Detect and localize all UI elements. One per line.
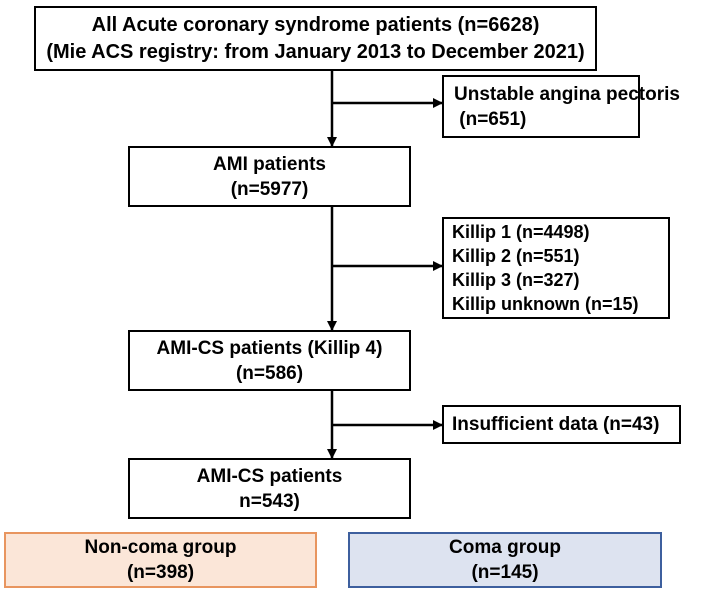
non-coma-group-box: Non-coma group (n=398) (4, 532, 317, 588)
insufficient-data-exclusion-box: Insufficient data (n=43) (442, 405, 681, 444)
ami-cs-final-count: n=543) (239, 490, 300, 512)
registry-period-label: (Mie ACS registry: from January 2013 to … (46, 40, 585, 63)
unstable-angina-exclusion-box: Unstable angina pectoris (n=651) (442, 75, 680, 138)
non-coma-group-label: Non-coma group (84, 537, 237, 558)
ami-cs-killip4-box: AMI-CS patients (Killip 4) (n=586) (128, 330, 411, 391)
coma-group-label: Coma group (449, 537, 561, 558)
coma-group-box: Coma group (n=145) (348, 532, 662, 588)
unstable-angina-count: (n=651) (454, 108, 527, 130)
killip-2-item: Killip 2 (n=551) (452, 246, 580, 266)
ami-cs-final-label: AMI-CS patients (196, 465, 343, 487)
ami-patients-count: (n=5977) (230, 178, 309, 200)
ami-patients-label: AMI patients (213, 153, 326, 175)
unstable-angina-label: Unstable angina pectoris (454, 83, 680, 105)
ami-cs-killip4-label: AMI-CS patients (Killip 4) (156, 337, 383, 359)
ami-patients-box: AMI patients (n=5977) (128, 146, 411, 207)
killip-1-item: Killip 1 (n=4498) (452, 222, 590, 242)
coma-group-count: (n=145) (471, 562, 539, 583)
ami-cs-killip4-count: (n=586) (235, 362, 304, 384)
killip-unknown-item: Killip unknown (n=15) (452, 294, 639, 314)
insufficient-data-label: Insufficient data (n=43) (452, 414, 660, 435)
total-patients-label: All Acute coronary syndrome patients (n=… (91, 13, 540, 36)
ami-cs-final-box: AMI-CS patients n=543) (128, 458, 411, 519)
killip-exclusion-box: Killip 1 (n=4498) Killip 2 (n=551) Killi… (442, 217, 670, 319)
killip-3-item: Killip 3 (n=327) (452, 270, 580, 290)
non-coma-group-count: (n=398) (126, 562, 195, 583)
total-patients-box: All Acute coronary syndrome patients (n=… (34, 6, 597, 71)
